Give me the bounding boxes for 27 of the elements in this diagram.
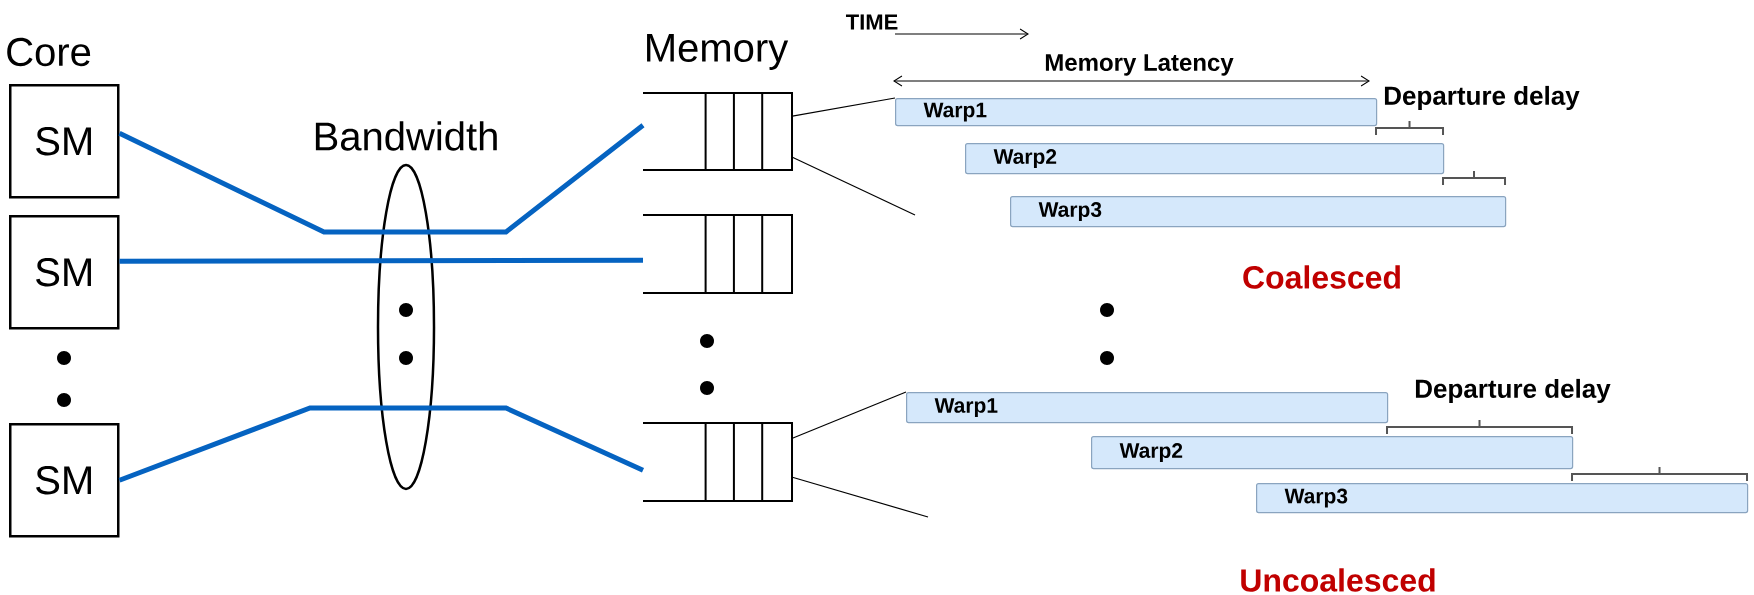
- projection-line: [791, 476, 929, 518]
- projection-line: [791, 156, 916, 216]
- queue: [642, 92, 793, 171]
- bandwidth-label: Bandwidth: [315, 121, 497, 151]
- projection-line: [791, 97, 896, 117]
- sm-box: SM: [9, 423, 120, 538]
- sm-box: SM: [9, 215, 120, 330]
- warp-bar: Warp2: [965, 143, 1445, 175]
- queue: [642, 422, 793, 502]
- warp-bar: Warp3: [1256, 483, 1749, 514]
- connection-line: [118, 123, 645, 235]
- annotation-label: Departure delay: [1415, 378, 1611, 404]
- annotation-label: Departure delay: [1384, 85, 1580, 111]
- warp-bar: Warp3: [1010, 196, 1507, 228]
- caption-label: Coalesced: [1243, 265, 1400, 289]
- axis-label: TIME: [846, 14, 898, 30]
- warp-bar: Warp2: [1091, 436, 1574, 470]
- warp-bar: Warp1: [906, 392, 1389, 424]
- caption-label: Uncoalesced: [1241, 568, 1435, 592]
- connection-line: [118, 405, 645, 483]
- sm-box: SM: [9, 84, 120, 199]
- column-heading: Memory: [647, 34, 789, 70]
- queue: [642, 214, 793, 294]
- dimension-label: Memory Latency: [1045, 54, 1234, 76]
- projection-line: [791, 391, 907, 439]
- warp-bar: Warp1: [895, 98, 1378, 127]
- connection-line: [119, 257, 643, 264]
